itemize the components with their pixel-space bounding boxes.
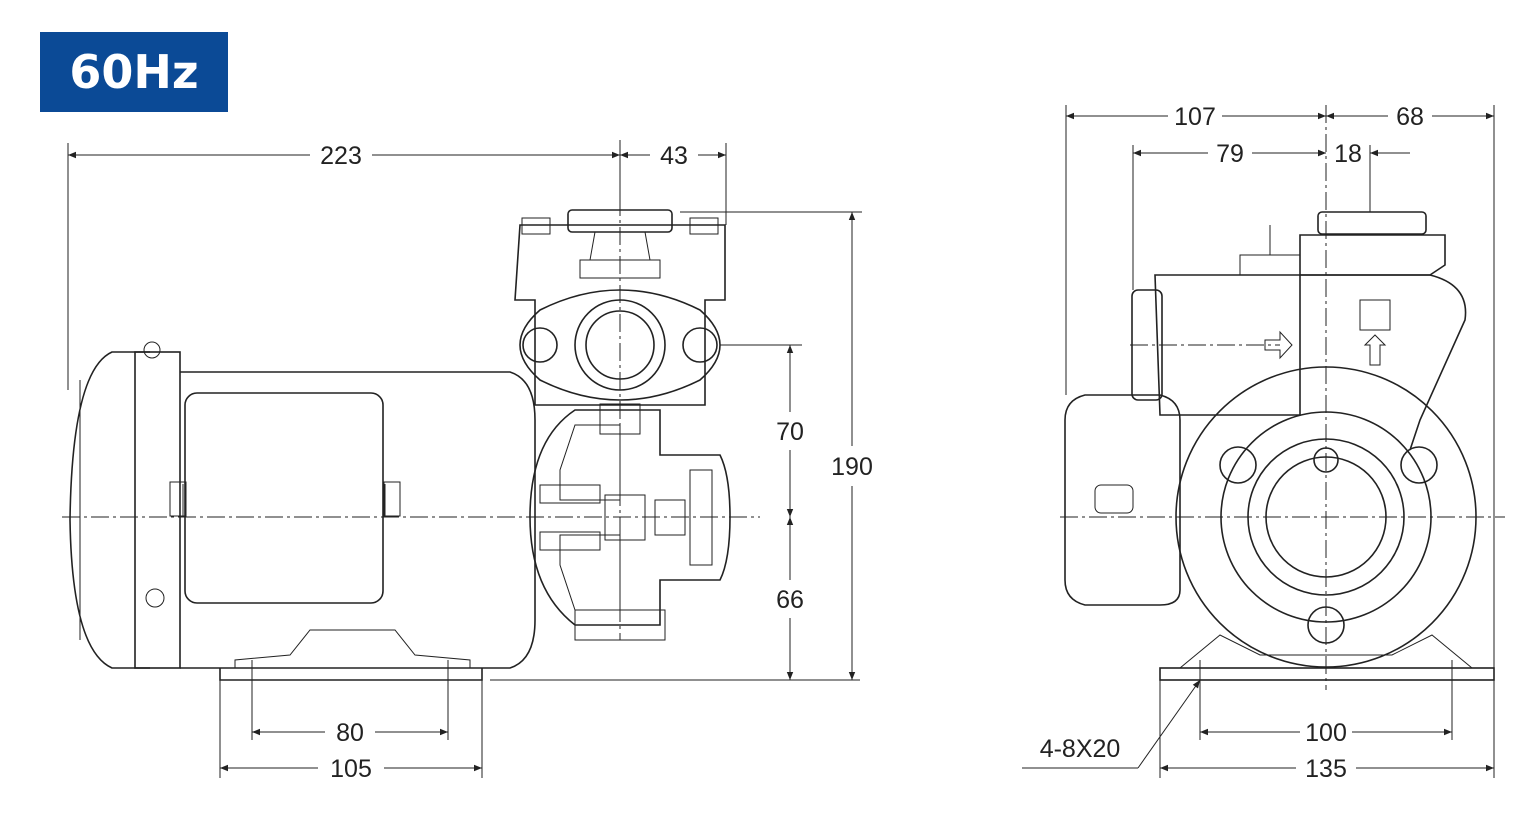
side-dimensions: 223 43 70 66 190 80 105 xyxy=(67,142,873,783)
dim-pump-head-offset: 43 xyxy=(660,142,688,170)
dim-overall-height: 190 xyxy=(831,453,873,481)
dim-motor-offset: 79 xyxy=(1216,140,1244,168)
dim-shaft-height: 66 xyxy=(776,586,804,614)
inlet-bore xyxy=(1247,438,1405,596)
capacitor-box xyxy=(1064,394,1181,606)
flow-arrow-right-icon xyxy=(1264,330,1293,360)
dim-right-extent: 68 xyxy=(1396,103,1424,131)
dim-overall-length: 223 xyxy=(320,142,362,170)
ground-symbol-icon xyxy=(145,588,165,608)
motor-end-cap xyxy=(69,351,150,669)
front-base xyxy=(1159,667,1495,681)
mounting-holes-callout: 4-8X20 xyxy=(1040,735,1121,763)
inlet-port xyxy=(574,299,666,391)
flow-arrow-up-icon xyxy=(1363,334,1387,366)
motor-flange xyxy=(134,351,181,669)
dim-front-foot-hole-spacing: 100 xyxy=(1305,719,1347,747)
dim-outlet-offset: 18 xyxy=(1334,140,1362,168)
side-view xyxy=(62,140,860,681)
volute-outline xyxy=(1175,366,1477,668)
dim-foot-hole-spacing: 80 xyxy=(336,719,364,747)
dim-inlet-height: 70 xyxy=(776,418,804,446)
pressure-switch xyxy=(1131,289,1163,401)
front-pump-cover xyxy=(1317,211,1427,235)
front-view xyxy=(1060,105,1505,690)
front-dimensions: 107 68 79 18 100 135 4-8X20 xyxy=(1022,103,1495,783)
dim-front-foot-width: 135 xyxy=(1305,755,1347,783)
frequency-badge: 60Hz xyxy=(40,32,228,112)
terminal-box xyxy=(184,392,384,604)
inlet-flange xyxy=(519,289,721,401)
pump-head xyxy=(514,224,726,406)
dim-foot-width: 105 xyxy=(330,755,372,783)
dim-left-extent: 107 xyxy=(1174,103,1216,131)
side-base xyxy=(219,668,483,681)
frequency-label: 60Hz xyxy=(69,45,199,99)
motor-body xyxy=(180,371,536,669)
drain-plug xyxy=(574,609,666,641)
